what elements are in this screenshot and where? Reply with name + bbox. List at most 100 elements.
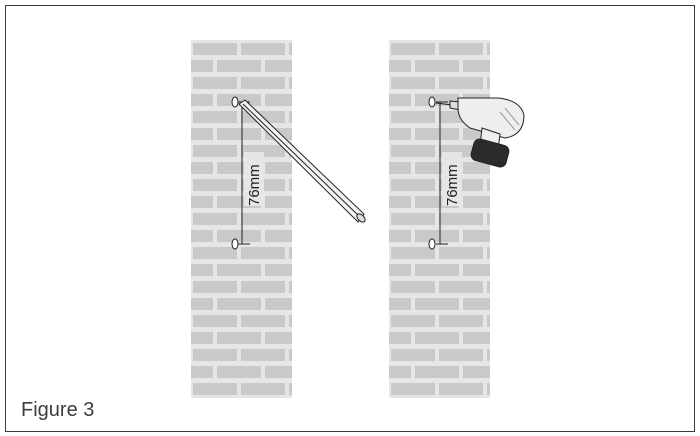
brick: [415, 128, 459, 140]
brick: [439, 247, 483, 259]
brick: [415, 332, 459, 344]
brick: [191, 230, 213, 242]
brick: [391, 111, 435, 123]
brick: [415, 60, 459, 72]
left-measurement: [231, 96, 250, 250]
brick: [193, 247, 237, 259]
left-measurement-label: 76mm: [246, 164, 263, 206]
brick: [289, 111, 292, 123]
brick: [391, 383, 435, 395]
brick: [463, 332, 490, 344]
brick: [389, 196, 411, 208]
brick: [217, 298, 261, 310]
brick: [241, 281, 285, 293]
brick: [217, 264, 261, 276]
brick: [415, 94, 459, 106]
brick: [391, 145, 435, 157]
brick: [193, 77, 237, 89]
brick: [487, 247, 490, 259]
right-measurement-label: 76mm: [444, 164, 461, 206]
brick: [265, 94, 292, 106]
right-measurement: [428, 96, 448, 250]
brick: [463, 366, 490, 378]
brick: [289, 43, 292, 55]
brick: [265, 366, 292, 378]
brick: [389, 298, 411, 310]
brick: [241, 77, 285, 89]
brick: [241, 315, 285, 327]
brick: [193, 315, 237, 327]
brick: [193, 111, 237, 123]
brick: [439, 77, 483, 89]
brick: [191, 264, 213, 276]
left-brick-wall: [191, 40, 292, 398]
brick: [193, 213, 237, 225]
brick: [487, 349, 490, 361]
brick: [463, 264, 490, 276]
brick: [389, 162, 411, 174]
brick: [439, 213, 483, 225]
brick: [217, 230, 261, 242]
brick: [193, 43, 237, 55]
brick: [391, 77, 435, 89]
brick: [289, 281, 292, 293]
brick: [265, 196, 292, 208]
brick: [391, 247, 435, 259]
brick: [191, 366, 213, 378]
brick: [439, 383, 483, 395]
brick: [241, 43, 285, 55]
brick: [487, 213, 490, 225]
brick: [463, 60, 490, 72]
brick: [391, 281, 435, 293]
brick: [487, 383, 490, 395]
brick: [487, 77, 490, 89]
brick: [193, 383, 237, 395]
brick: [241, 349, 285, 361]
brick: [289, 315, 292, 327]
brick: [463, 162, 490, 174]
brick: [289, 179, 292, 191]
brick: [463, 298, 490, 310]
brick: [391, 179, 435, 191]
brick: [265, 298, 292, 310]
brick: [191, 196, 213, 208]
brick: [193, 145, 237, 157]
brick: [265, 162, 292, 174]
brick: [487, 281, 490, 293]
brick: [217, 94, 261, 106]
brick: [487, 43, 490, 55]
brick: [193, 281, 237, 293]
brick: [191, 60, 213, 72]
brick: [191, 128, 213, 140]
brick: [265, 332, 292, 344]
drill-bit-icon: [238, 99, 366, 223]
figure-frame: [5, 5, 695, 432]
brick: [241, 383, 285, 395]
brick: [463, 196, 490, 208]
brick: [415, 366, 459, 378]
brick: [391, 315, 435, 327]
brick: [265, 60, 292, 72]
brick: [217, 332, 261, 344]
brick: [389, 94, 411, 106]
brick: [191, 94, 213, 106]
brick: [217, 60, 261, 72]
brick: [391, 43, 435, 55]
brick: [439, 349, 483, 361]
brick: [391, 349, 435, 361]
brick: [389, 366, 411, 378]
brick: [389, 332, 411, 344]
right-brick-wall: [389, 40, 490, 398]
brick: [389, 128, 411, 140]
brick: [191, 332, 213, 344]
brick: [241, 213, 285, 225]
power-drill-icon: [435, 97, 525, 168]
brick: [289, 349, 292, 361]
brick: [191, 162, 213, 174]
brick: [217, 366, 261, 378]
brick: [289, 77, 292, 89]
brick: [439, 315, 483, 327]
brick: [191, 298, 213, 310]
brick: [193, 179, 237, 191]
